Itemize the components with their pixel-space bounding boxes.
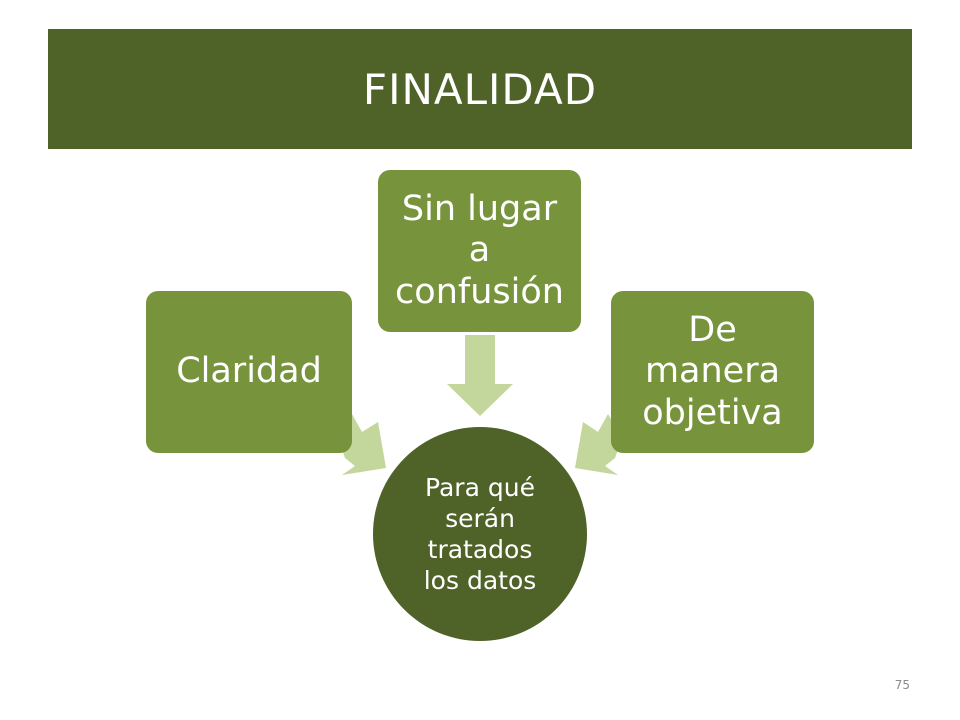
node-de-manera-objetiva: De manera objetiva bbox=[611, 291, 814, 453]
title-bar: FINALIDAD bbox=[48, 29, 912, 149]
center-circle-label: Para qué serán tratados los datos bbox=[423, 472, 537, 596]
page-number: 75 bbox=[894, 678, 910, 692]
node-claridad-label: Claridad bbox=[176, 351, 322, 392]
arrow-manera-to-center bbox=[575, 414, 622, 475]
node-claridad: Claridad bbox=[146, 291, 352, 453]
node-de-manera-label: De manera objetiva bbox=[642, 310, 783, 433]
slide-title: FINALIDAD bbox=[362, 64, 598, 114]
arrow-sinlugar-to-center bbox=[447, 335, 513, 416]
node-sin-lugar-label: Sin lugar a confusión bbox=[395, 189, 564, 312]
center-circle: Para qué serán tratados los datos bbox=[373, 427, 587, 641]
node-sin-lugar-a-confusion: Sin lugar a confusión bbox=[378, 170, 581, 332]
